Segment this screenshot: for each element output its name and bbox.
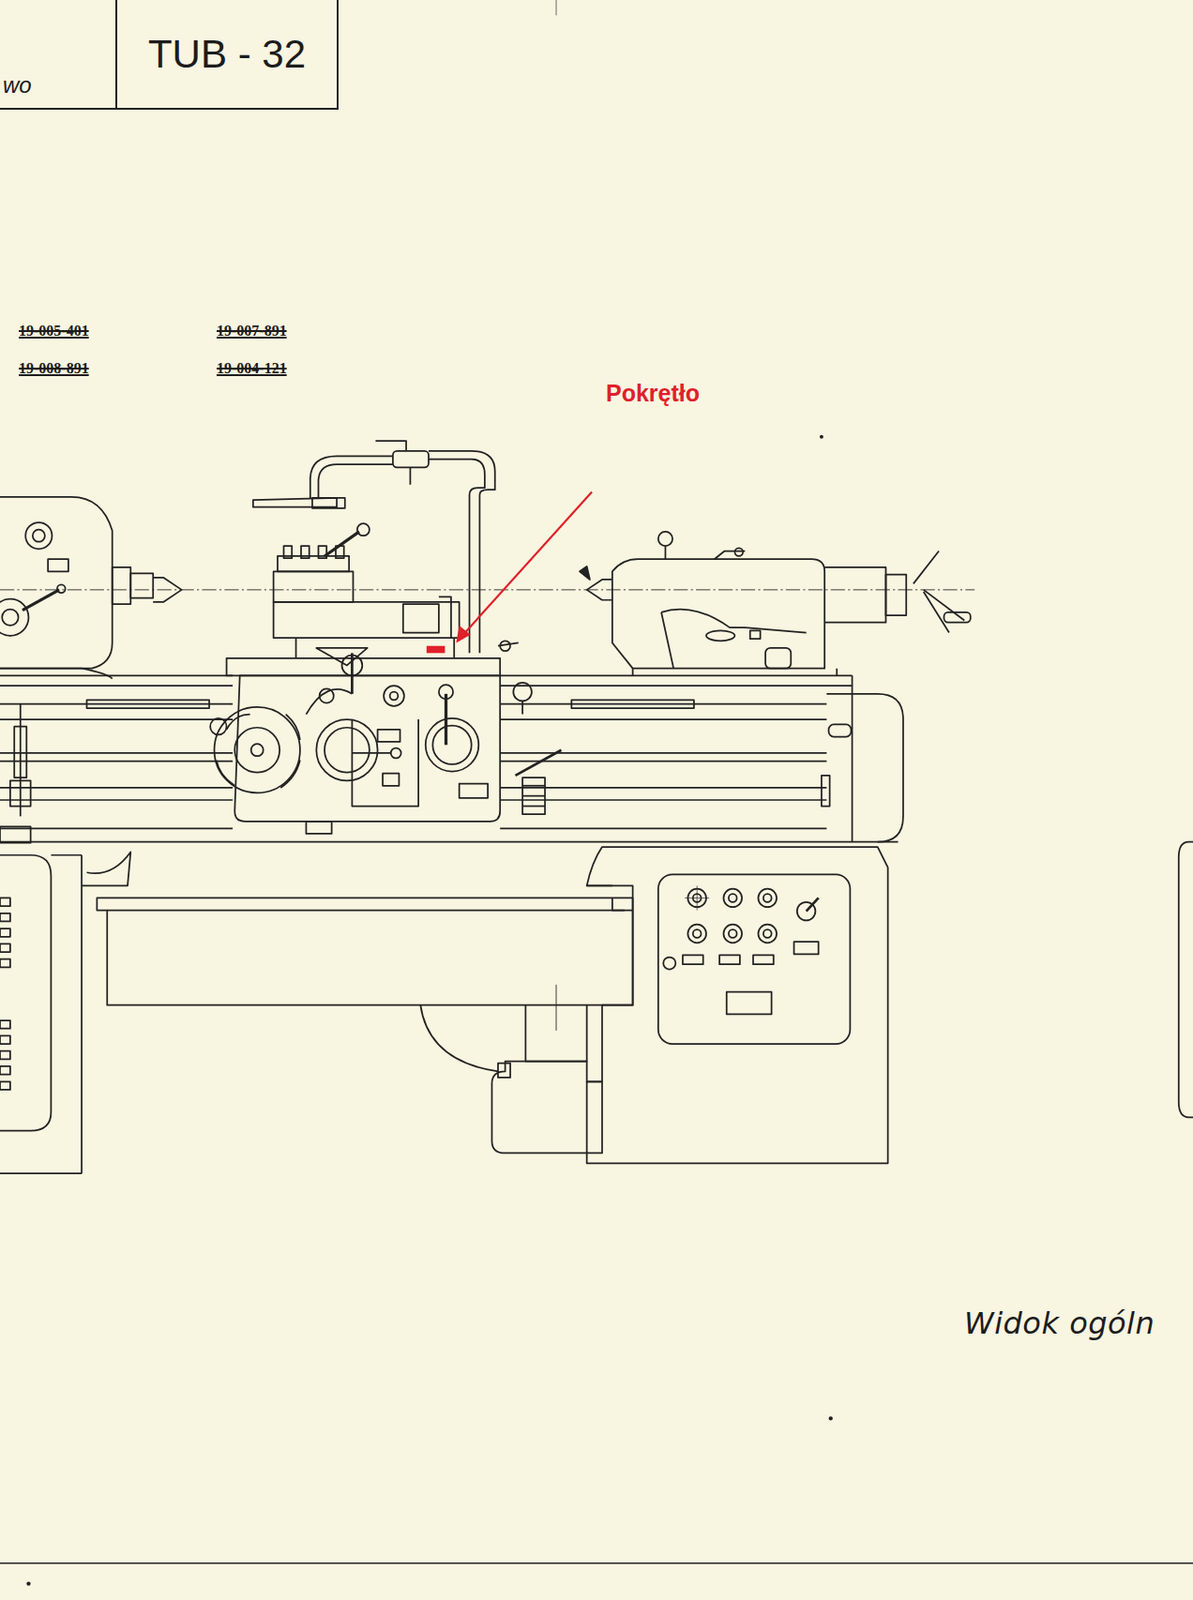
title-cell: wo	[0, 0, 118, 110]
model-title-box: TUB - 32	[115, 0, 339, 110]
callout-label: Pokrętło	[605, 379, 700, 408]
part-number: 19-005-401	[18, 322, 90, 340]
part-number: 19-007-891	[216, 322, 287, 340]
part-number: 19-004-121	[216, 360, 287, 378]
red-pointer	[426, 491, 592, 653]
title-text: wo	[2, 72, 32, 99]
view-caption: Widok ogóln	[964, 1305, 1155, 1342]
title-text: TUB - 32	[148, 31, 306, 77]
part-number: 19-008-891	[18, 360, 90, 378]
